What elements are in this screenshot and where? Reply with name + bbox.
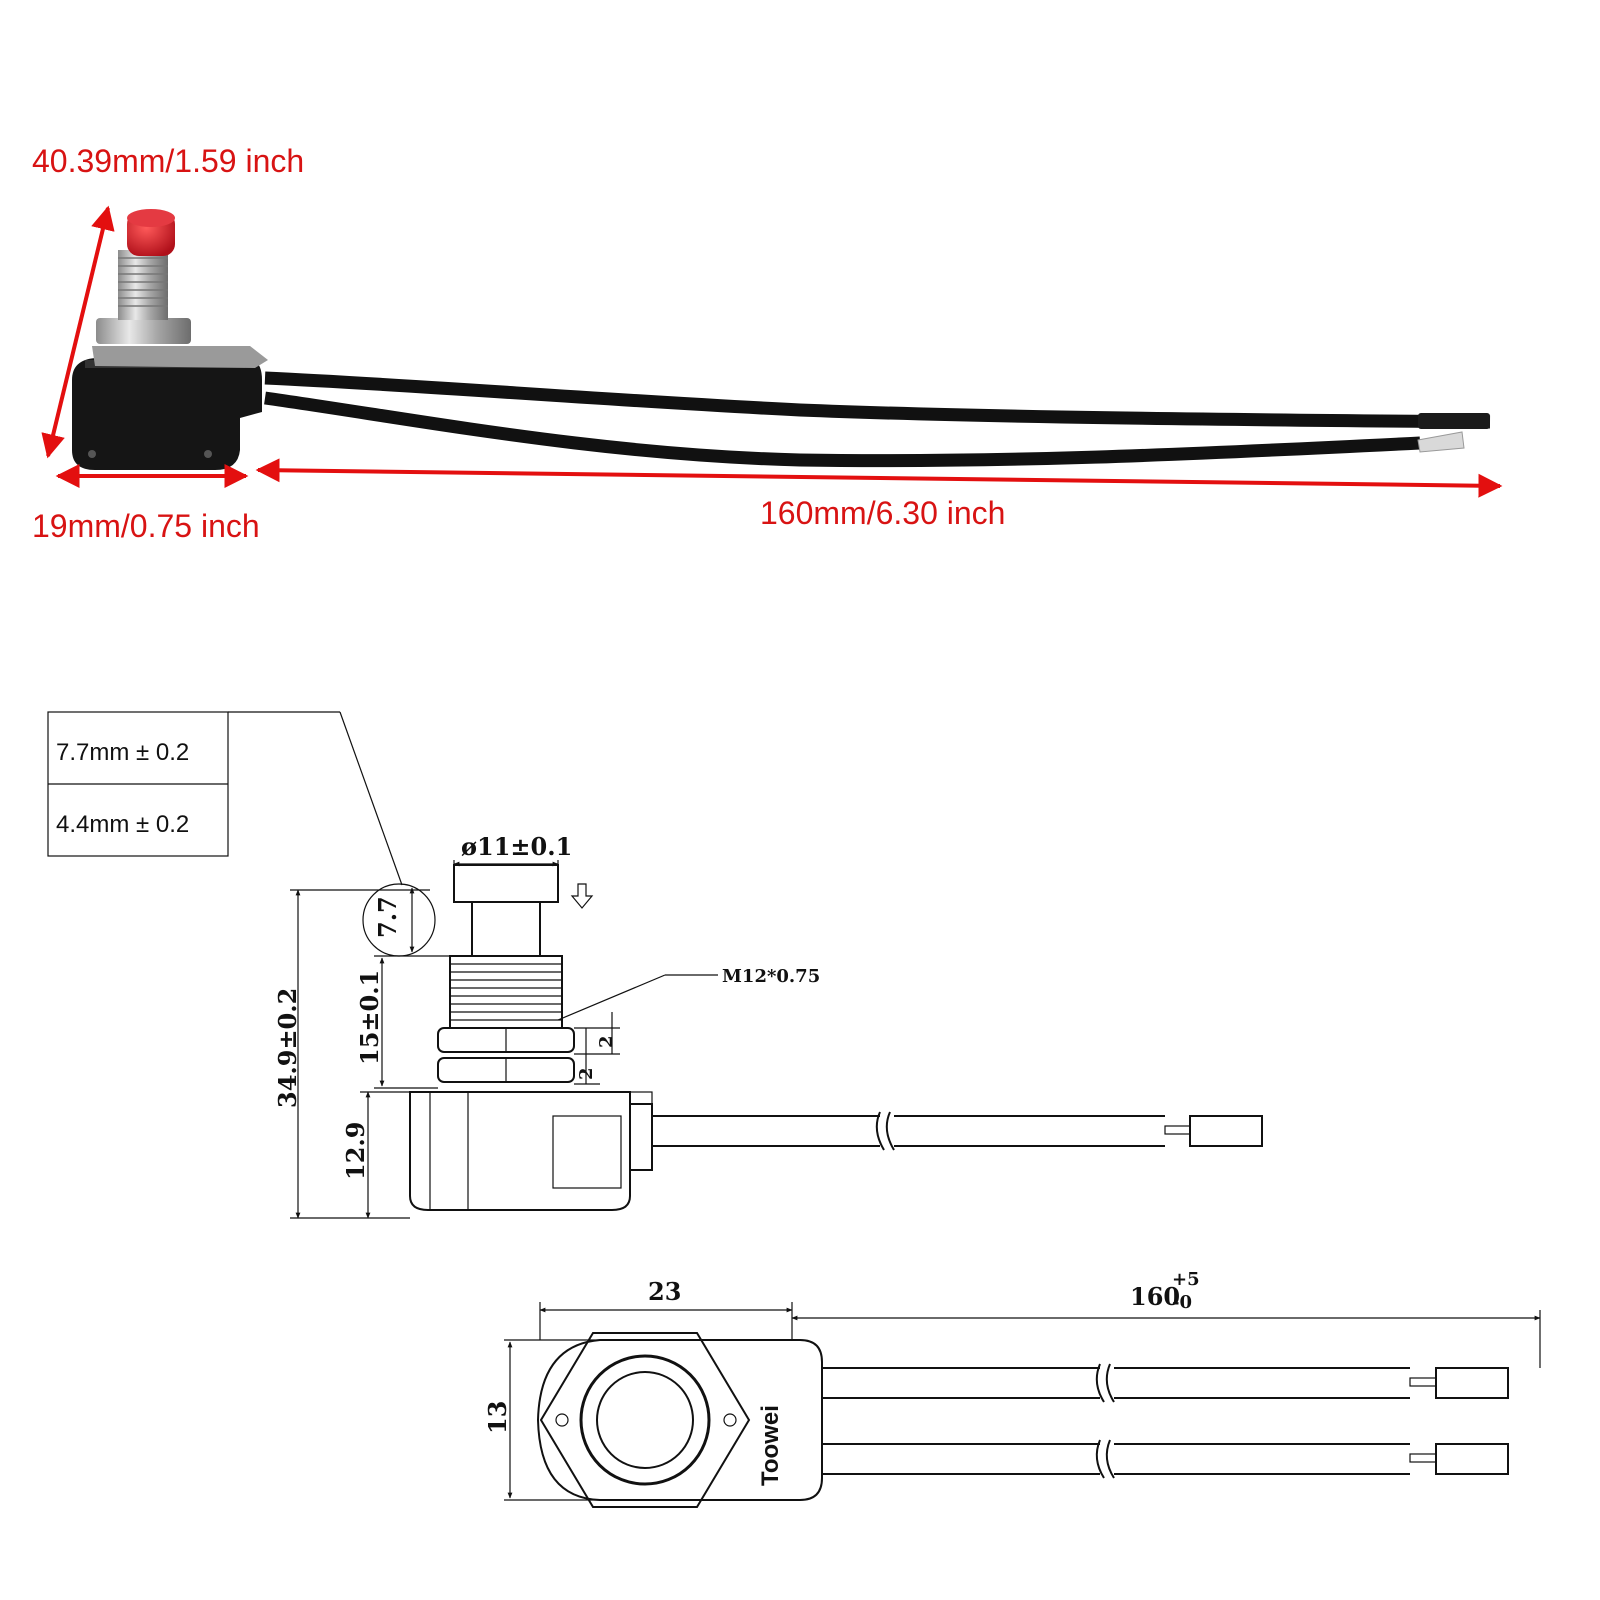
drawing-button-cap	[453, 864, 559, 903]
stripped-copper-end	[1417, 431, 1465, 453]
thread-leader	[557, 974, 666, 1021]
spec-table: 7.7mm ± 0.2 4.4mm ± 0.2	[47, 711, 403, 886]
height-arrow	[41, 205, 115, 459]
thread-lines	[118, 257, 168, 307]
threaded-bushing-photo	[118, 250, 168, 320]
button-diameter-text: ø11±0.1	[461, 832, 572, 861]
top-length-text: 160	[1130, 1282, 1180, 1311]
thread-height-text: 15±0.1	[355, 970, 384, 1065]
hex-nut-photo	[96, 318, 191, 344]
top-body-outline	[536, 1339, 823, 1501]
top-view-drawing: Toowei 23 160 +5 -0 13	[483, 1269, 1541, 1508]
thread-spec-text: M12*0.75	[722, 966, 820, 987]
top-length-tol-upper: +5	[1172, 1269, 1200, 1290]
nut-thickness-2-text: 2	[576, 1067, 597, 1080]
length-label: 160mm/6.30 inch	[760, 495, 1005, 531]
product-photo	[72, 209, 1491, 470]
base-height-text: 12.9	[341, 1122, 370, 1180]
top-width-text: 23	[648, 1277, 681, 1306]
drawing-thread	[449, 955, 563, 1029]
red-button-top	[127, 209, 175, 227]
top-length-tol-lower: -0	[1172, 1292, 1192, 1313]
height-label: 40.39mm/1.59 inch	[32, 143, 304, 179]
side-view-drawing: ø11±0.1	[273, 832, 1263, 1219]
brand-text: Toowei	[757, 1405, 784, 1486]
total-height-text: 34.9±0.2	[273, 988, 302, 1108]
drawing-thread-lines	[450, 963, 562, 1021]
drawing-switch-body	[409, 1091, 631, 1211]
nut-thickness-1-text: 2	[596, 1035, 617, 1048]
mount-plate	[92, 346, 268, 368]
top-bushing-outer	[579, 1354, 711, 1486]
wire-upper	[264, 371, 1491, 429]
spec-row-2: 4.4mm ± 0.2	[56, 811, 189, 838]
travel-text: 7.7	[373, 896, 402, 938]
top-height-text: 13	[483, 1401, 512, 1434]
mount-hole-left	[88, 450, 96, 458]
wire-upper-end	[1418, 413, 1490, 429]
table-leader	[339, 711, 403, 886]
spec-row-1: 7.7mm ± 0.2	[56, 739, 189, 766]
switch-body-photo	[72, 358, 262, 470]
length-arrow	[255, 458, 1503, 498]
width-label: 19mm/0.75 inch	[32, 508, 260, 544]
top-hex-nut	[539, 1332, 751, 1508]
top-button-circle	[596, 1371, 694, 1469]
mount-hole-right	[204, 450, 212, 458]
down-arrow-icon	[570, 883, 594, 909]
drawing-plunger	[471, 901, 541, 957]
